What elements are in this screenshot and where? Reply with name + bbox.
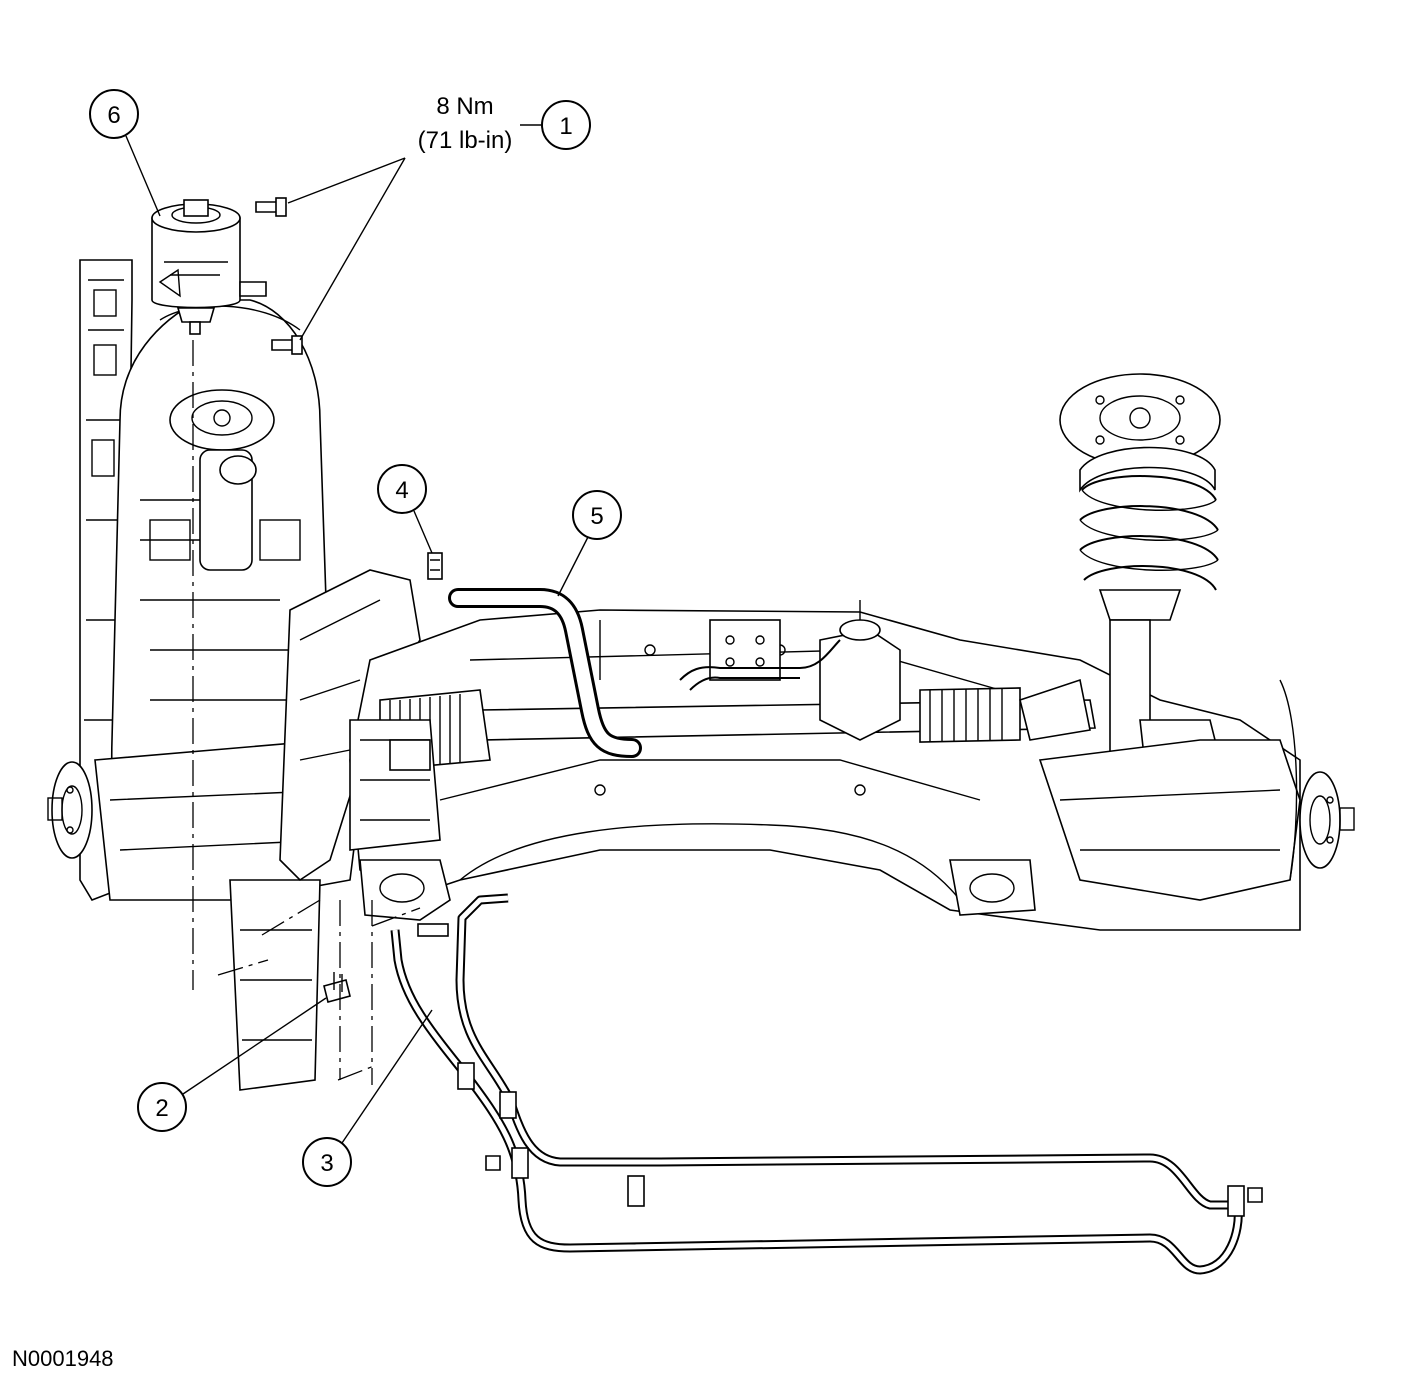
callout-4-label: 4 — [395, 477, 408, 504]
callout-4-leader — [413, 510, 433, 554]
callout-2-circle — [137, 1082, 187, 1132]
callout-1-leader-upper-bolt — [287, 157, 406, 204]
right-lower-arm — [1038, 679, 1355, 901]
rack-left-housing — [349, 719, 441, 851]
return-hose — [448, 588, 642, 758]
power-steering-lines — [390, 893, 1263, 1275]
hose-clamp — [427, 552, 443, 580]
callout-2-leader — [182, 997, 327, 1095]
steering-rack — [379, 600, 1096, 771]
callout-2: 2 — [137, 997, 327, 1132]
torque-value-imperial: (71 lb-in) — [418, 127, 513, 154]
torque-value-metric: 8 Nm — [436, 93, 493, 120]
power-steering-reservoir — [151, 199, 267, 335]
callout-6: 6 — [89, 89, 161, 217]
callout-3-leader — [341, 1009, 433, 1144]
callout-1-leader-lower-bolt — [299, 157, 406, 341]
callout-5-label: 5 — [590, 503, 603, 530]
line-bracket-clip — [323, 972, 351, 1003]
callout-6-circle — [89, 89, 139, 139]
callout-1-label: 1 — [559, 113, 572, 140]
callout-3-label: 3 — [320, 1150, 333, 1177]
callout-2-label: 2 — [155, 1095, 168, 1122]
callout-5-circle — [572, 490, 622, 540]
callout-5-leader — [557, 536, 589, 597]
figure-id: N0001948 — [12, 1346, 114, 1371]
callout-6-leader — [125, 135, 161, 217]
reservoir-bolt-upper — [255, 197, 287, 217]
callout-3-circle — [302, 1137, 352, 1187]
reservoir-bolt-lower — [271, 335, 303, 355]
callout-3: 3 — [302, 1009, 433, 1187]
callout-4: 4 — [377, 464, 433, 554]
assembly-centerlines — [192, 340, 421, 1085]
callout-4-circle — [377, 464, 427, 514]
callout-1: 1 — [287, 100, 591, 341]
callout-5: 5 — [557, 490, 622, 597]
callout-6-label: 6 — [107, 102, 120, 129]
